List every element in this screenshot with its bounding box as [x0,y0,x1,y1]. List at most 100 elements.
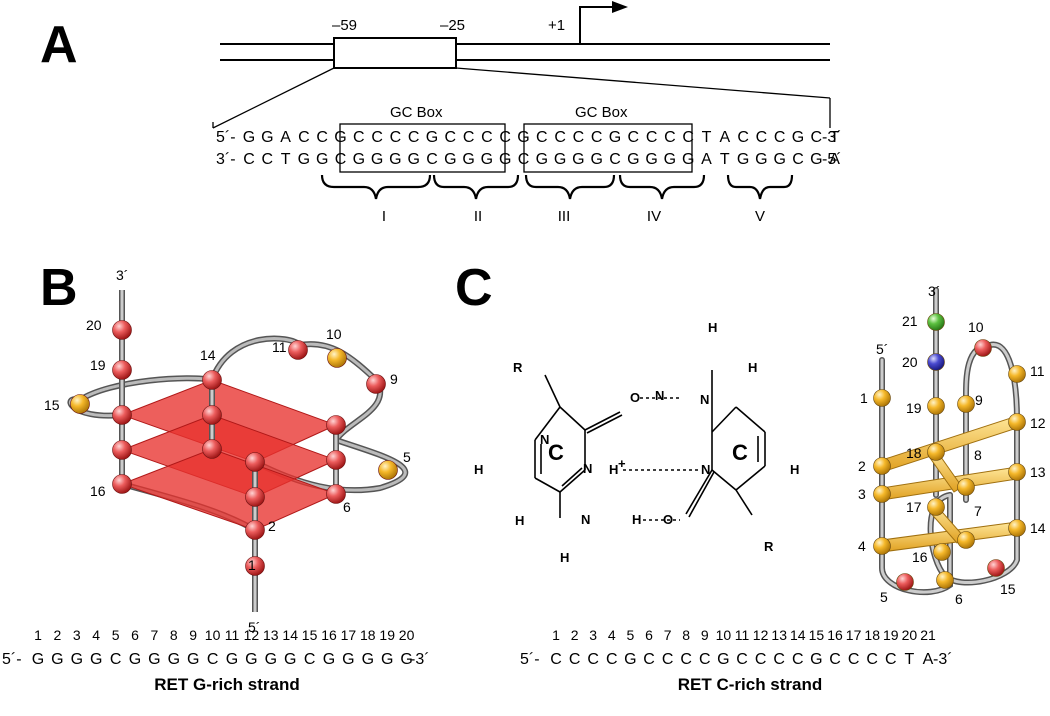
im-position-label: 12 [1030,415,1046,431]
nucleotide-sphere [326,450,346,470]
svg-text:N: N [581,512,590,527]
im-position-label: 6 [955,591,963,607]
c-strand-base: C [736,651,748,668]
top-strand-base: C [390,129,402,146]
bottom-strand-base: G [755,151,767,168]
nucleotide-sphere [202,370,222,390]
im-position-label: 5 [880,589,888,605]
c-position-number: 9 [701,627,709,643]
bottom-strand-base: G [316,151,328,168]
nucleotide-sphere [70,394,90,414]
bottom-strand-base: T [720,151,730,168]
c-strand-base: C [699,651,711,668]
c-strand-base: C [587,651,599,668]
c-strand-base: G [810,651,822,668]
im-position-label: 2 [858,458,866,474]
top-strand-base: A [280,129,291,146]
position-minus59: –59 [332,17,357,34]
g-strand-base: G [129,651,141,668]
top-strand-base: C [756,129,768,146]
svg-text:H: H [609,462,618,477]
c-position-number: 7 [664,627,672,643]
hbond-lines [623,397,700,521]
c-strand-base: C [866,651,878,668]
bottom-strand-base: G [371,151,383,168]
top-strand-base: C [774,129,786,146]
g-strand-base: G [323,651,335,668]
nucleotide-sphere [873,485,891,503]
top-strand-base: G [792,129,804,146]
tract-braces [320,174,794,200]
bottom-strand-base: G [810,151,822,168]
nucleotide-sphere [245,452,265,472]
top-strand-base: C [573,129,585,146]
g-strand-base: G [148,651,160,668]
c-position-number: 20 [902,627,918,643]
nucleotide-sphere [957,478,975,496]
gq-3prime-label: 3´ [116,267,128,283]
g-position-number: 5 [112,627,120,643]
c-position-number: 10 [716,627,732,643]
c-strand-base: A [923,651,934,668]
im-3prime-label: 3´ [928,283,940,299]
im-position-label: 9 [975,392,983,408]
top-strand-base: G [426,129,438,146]
position-plus1: +1 [548,17,565,34]
top-strand-base: C [737,129,749,146]
svg-text:H: H [560,550,569,565]
bottom-strand-base: G [682,151,694,168]
nucleotide-sphere [245,520,265,540]
c-strand-base: C [662,651,674,668]
bottom-strand-base: G [590,151,602,168]
gc-box-2 [523,123,693,173]
im-position-label: 11 [1030,363,1045,379]
c-strand-base: G [624,651,636,668]
c-strand-base: G [717,651,729,668]
c-strand-base: C [680,651,692,668]
tract-label-4: IV [647,208,661,225]
c-strand-base: C [848,651,860,668]
c-position-number: 11 [735,627,750,643]
g-strand-base: G [226,651,238,668]
nucleotide-sphere [936,571,954,589]
hemiprotonated-bars [881,415,1018,553]
g-strand-base: G [265,651,277,668]
nucleotide-sphere [927,498,945,516]
top-strand-base: C [298,129,310,146]
gq-position-label: 16 [90,483,106,499]
bottom-strand-base: G [737,151,749,168]
g-position-number: 14 [282,627,298,643]
g-strand-base: G [284,651,296,668]
top-strand-base: C [628,129,640,146]
g-position-number: 13 [263,627,279,643]
nucleotide-sphere [927,397,945,415]
g-strand-base: G [51,651,63,668]
bottom-strand-base: T [281,151,291,168]
svg-text:N: N [701,462,710,477]
bottom-strand-base: G [773,151,785,168]
nucleotide-sphere [327,348,347,368]
c-position-number: 6 [645,627,653,643]
im-position-label: 13 [1030,464,1046,480]
gq-position-label: 1 [248,557,256,573]
bottom-strand-base: C [262,151,274,168]
c-position-number: 17 [846,627,862,643]
gc-box-1 [339,123,506,173]
nucleotide-sphere [873,457,891,475]
g-position-number: 11 [225,627,240,643]
bottom-strand-base: G [499,151,511,168]
g-strand-5prime: 5´- [2,651,22,668]
bottom-strand-base: G [572,151,584,168]
svg-text:R: R [764,539,774,554]
top-strand-base: T [702,129,712,146]
top-strand-base: G [261,129,273,146]
top-strand-base: C [445,129,457,146]
bottom-strand-base: G [627,151,639,168]
bottom-strand-base: A [829,151,840,168]
g-position-number: 16 [321,627,337,643]
g-position-number: 6 [131,627,139,643]
gq-position-label: 6 [343,499,351,515]
nucleotide-sphere [873,389,891,407]
